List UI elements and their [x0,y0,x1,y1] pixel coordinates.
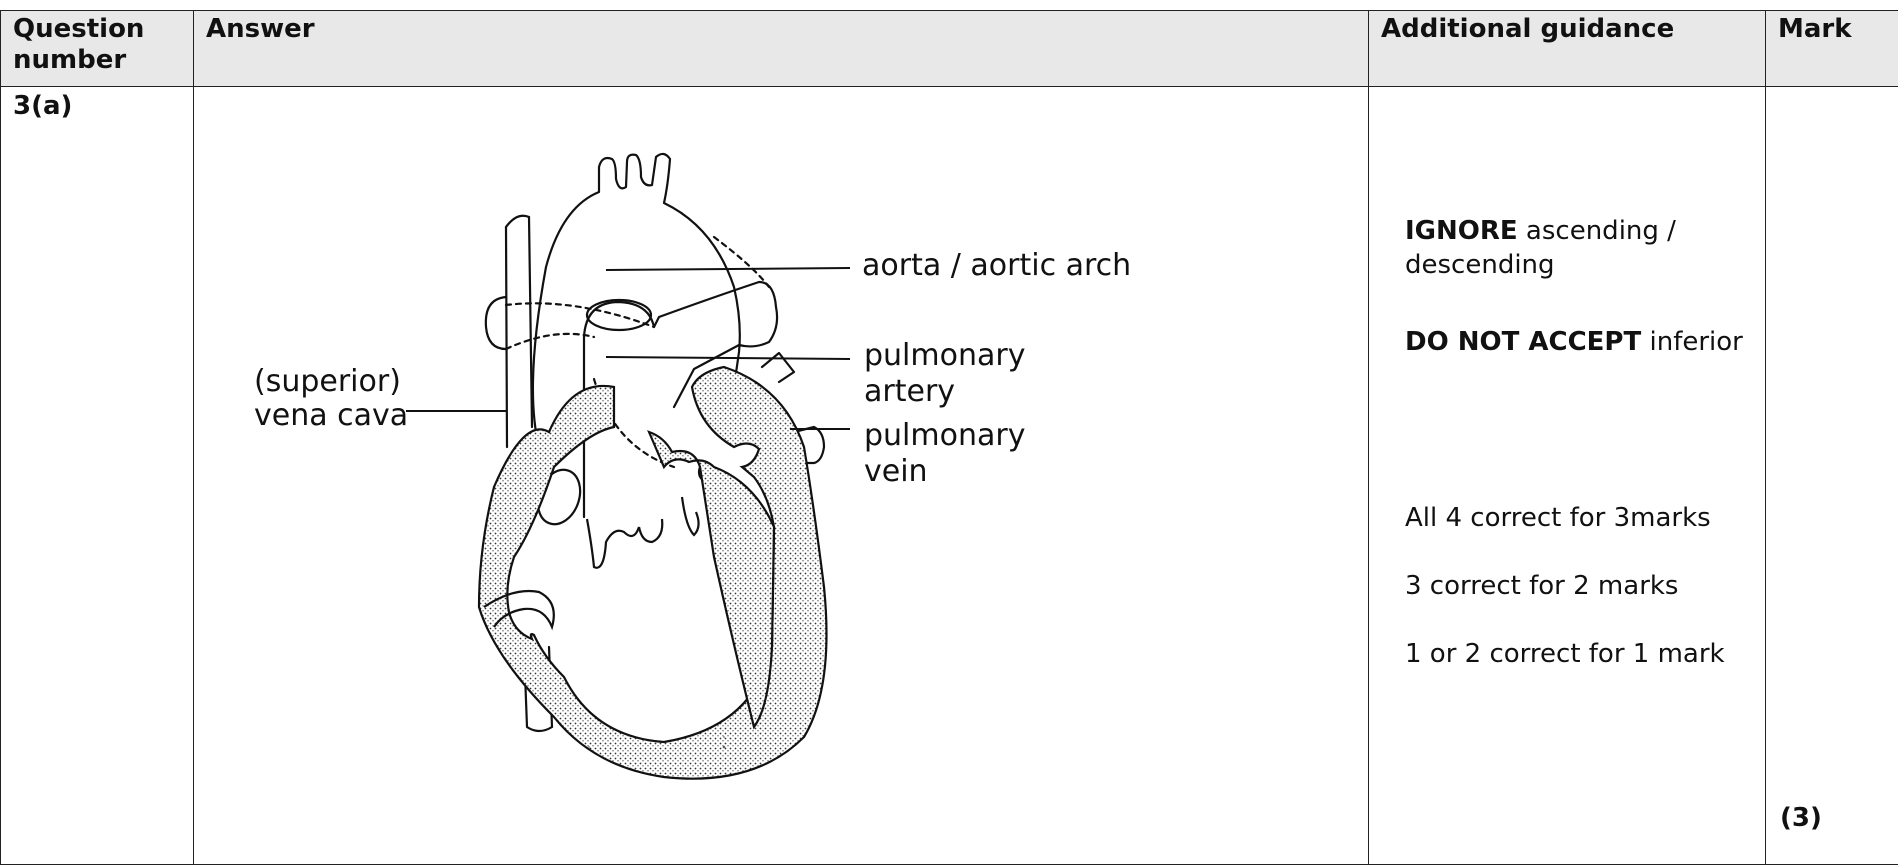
dna-text: inferior [1641,327,1743,357]
mark-scheme-table: Question number Answer Additional guidan… [0,10,1898,865]
label-pulmonary-artery-line2: artery [864,373,955,410]
label-pulmonary-vein-line2: vein [864,453,928,490]
mark-value: (3) [1780,803,1822,833]
answer-cell: aorta / aortic arch pulmonary artery pul… [194,87,1369,865]
guidance-ignore: IGNORE ascending / descending [1405,214,1705,282]
mark-cell: (3) [1766,87,1898,865]
label-vena-cava-line2: vena cava [254,397,408,434]
label-vena-cava-line1: (superior) [254,363,401,400]
question-number-cell: 3(a) [1,87,194,865]
question-number: 3(a) [1,87,193,121]
label-aorta: aorta / aortic arch [862,247,1131,284]
guidance-cell: IGNORE ascending / descending DO NOT ACC… [1369,87,1766,865]
guidance-rule-2: 3 correct for 2 marks [1405,571,1678,601]
additional-guidance: IGNORE ascending / descending DO NOT ACC… [1369,87,1765,864]
header-mark: Mark [1766,11,1898,87]
header-question-number: Question number [1,11,194,87]
dna-keyword: DO NOT ACCEPT [1405,327,1641,357]
guidance-do-not-accept: DO NOT ACCEPT inferior [1405,327,1743,357]
ignore-keyword: IGNORE [1405,216,1518,246]
guidance-rule-1: All 4 correct for 3marks [1405,503,1711,533]
guidance-rule-3: 1 or 2 correct for 1 mark [1405,639,1725,669]
question-row: 3(a) [1,87,1898,865]
heart-diagram: aorta / aortic arch pulmonary artery pul… [194,87,1368,864]
header-answer: Answer [194,11,1369,87]
label-pulmonary-vein-line1: pulmonary [864,417,1025,454]
heart-wall-shape [479,367,827,779]
heart-diagram-drawing [194,87,1369,864]
header-row: Question number Answer Additional guidan… [1,11,1898,87]
label-pulmonary-artery-line1: pulmonary [864,337,1025,374]
vena-cava-shape [506,217,532,447]
mark-value-wrap: (3) [1766,87,1898,864]
header-additional-guidance: Additional guidance [1369,11,1766,87]
